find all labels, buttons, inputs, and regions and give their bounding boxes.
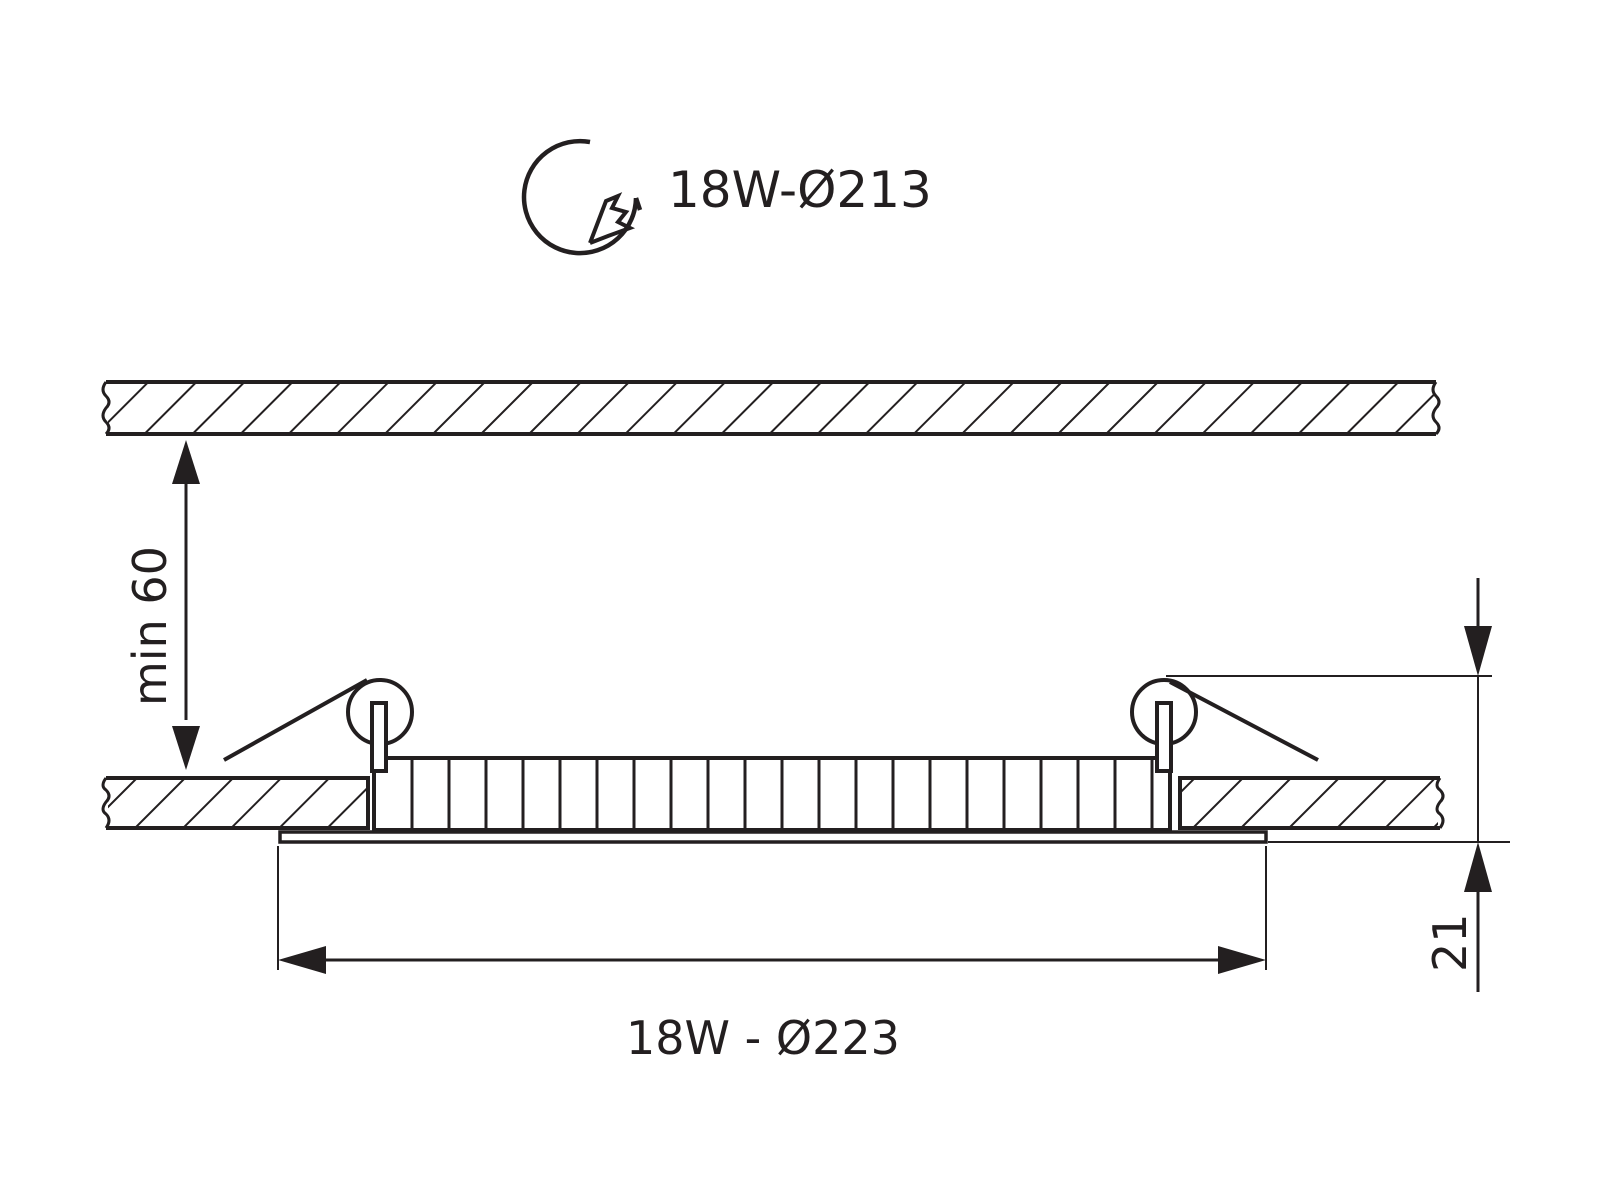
panel-diameter-label: 18W - Ø223 bbox=[626, 1011, 900, 1065]
panel-height-dimension bbox=[1166, 578, 1510, 992]
led-panel-body bbox=[278, 756, 1268, 844]
lower-ceiling-board bbox=[101, 776, 1445, 830]
clearance-label: min 60 bbox=[123, 546, 177, 706]
upper-ceiling-slab bbox=[101, 380, 1441, 436]
spring-clip-right bbox=[1130, 678, 1319, 773]
clearance-dimension bbox=[172, 440, 200, 770]
heat-sink-fins bbox=[410, 758, 1154, 830]
spring-clip-left bbox=[223, 678, 414, 773]
panel-diameter-dimension bbox=[277, 846, 1267, 974]
cutout-diameter-label: 18W-Ø213 bbox=[668, 161, 932, 219]
hole-saw-cutout-icon bbox=[521, 138, 643, 256]
panel-height-label: 21 bbox=[1423, 913, 1477, 972]
